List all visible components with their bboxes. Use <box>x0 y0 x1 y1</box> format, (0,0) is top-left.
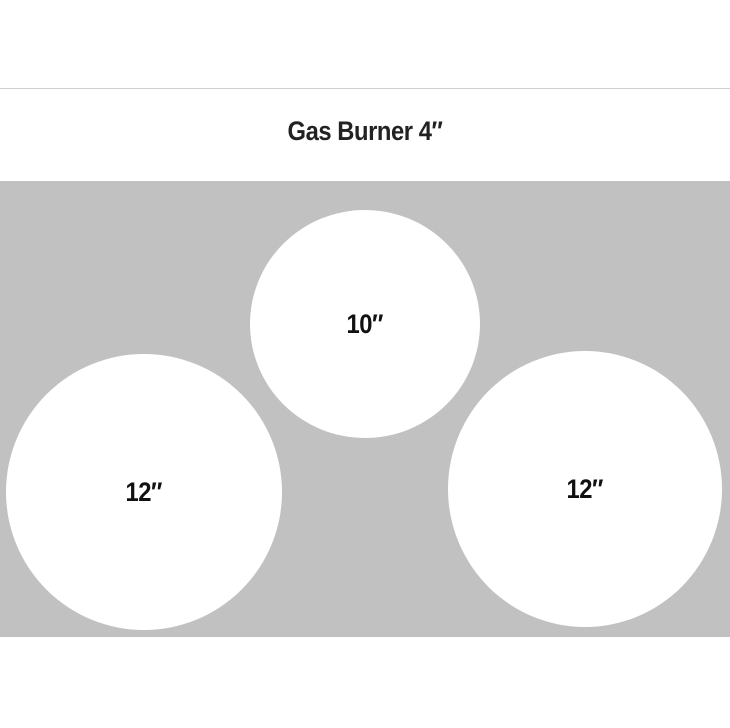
top-divider <box>0 88 730 89</box>
burner-size-label: 10″ <box>346 308 384 339</box>
burner-top-center: 10″ <box>250 210 480 438</box>
burner-size-label: 12″ <box>566 473 604 504</box>
burner-bottom-right: 12″ <box>448 351 722 627</box>
burner-size-label: 12″ <box>125 476 163 507</box>
burner-bottom-left: 12″ <box>6 354 282 630</box>
diagram-title: Gas Burner 4″ <box>287 116 443 146</box>
cooktop-surface: 10″ 12″ 12″ <box>0 181 730 637</box>
